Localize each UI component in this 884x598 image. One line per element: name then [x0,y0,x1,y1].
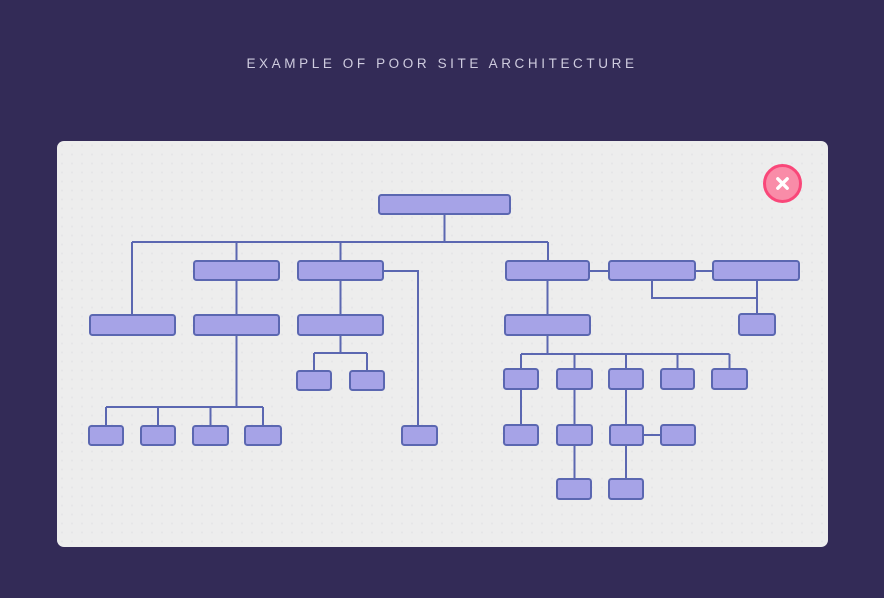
diagram-node-d-child-1 [88,425,124,446]
close-button[interactable] [762,163,802,203]
diagram-node-l2-b [297,260,384,281]
diagram-edge-g-elbow [651,280,757,299]
diagram-node-l3-c [89,314,176,336]
diagram-node-l3-h-child [738,313,776,336]
diagram-edge-b-elbow [383,270,419,426]
diagram-node-i-child-5 [711,368,748,390]
diagram-node-i-child-4 [660,368,695,390]
diagram-node-d-child-3 [192,425,229,446]
diagram-node-k-2 [556,424,593,446]
diagram-node-l2-h [712,260,800,281]
diagram-node-d-child-2 [140,425,176,446]
diagram-node-i-child-3 [608,368,644,390]
diagram-node-root [378,194,511,215]
diagram-node-k-1 [503,424,539,446]
site-architecture-diagram [88,194,800,500]
diagram-node-i-child-1 [503,368,539,390]
diagram-node-l-2 [608,478,644,500]
diagram-node-d-child-4 [244,425,282,446]
diagram-node-k-3 [609,424,644,446]
diagram-card [57,141,828,547]
diagram-node-e-child-2 [349,370,385,391]
diagram-node-l2-a [193,260,280,281]
diagram-node-e-child-1 [296,370,332,391]
x-icon [775,176,789,190]
diagram-node-k-4 [660,424,696,446]
page-title: EXAMPLE OF POOR SITE ARCHITECTURE [246,56,638,71]
diagram-node-l-1 [556,478,592,500]
diagram-node-l3-e [297,314,384,336]
diagram-node-l2-g [608,260,696,281]
diagram-node-i-child-2 [556,368,593,390]
diagram-node-b-elbow-child [401,425,438,446]
diagram-node-l3-d [193,314,280,336]
diagram-node-l2-f [505,260,590,281]
diagram-node-l3-i [504,314,591,336]
